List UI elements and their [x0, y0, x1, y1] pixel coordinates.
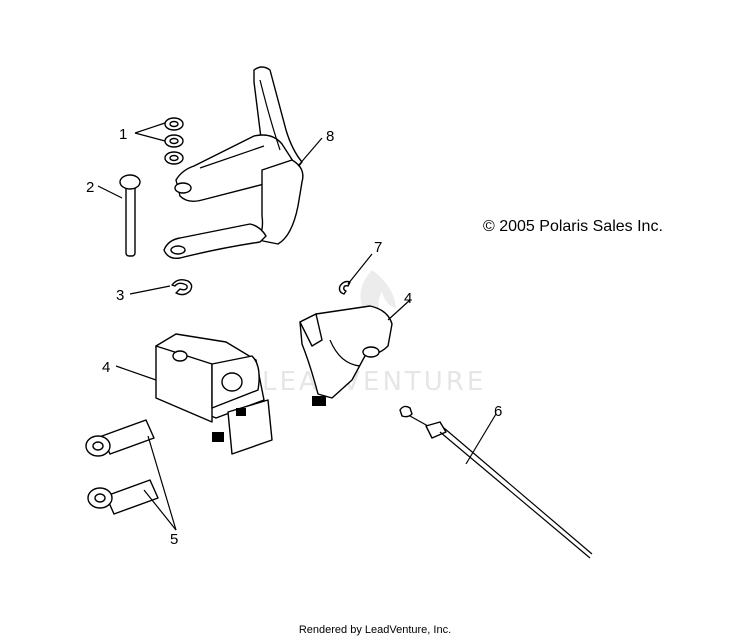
leader-lines — [97, 122, 497, 531]
pin — [119, 174, 141, 257]
callout-3: 3 — [116, 287, 124, 304]
cable — [399, 405, 593, 559]
clamp-block-left — [155, 333, 273, 455]
callout-8: 8 — [326, 128, 334, 145]
callout-2: 2 — [86, 179, 94, 196]
washers — [164, 117, 184, 165]
clamp-right — [299, 305, 393, 406]
bolts — [85, 419, 159, 515]
bracket — [163, 66, 304, 260]
small-clip — [338, 280, 351, 295]
callout-5: 5 — [170, 531, 178, 548]
copyright-notice: © 2005 Polaris Sales Inc. — [483, 218, 663, 235]
callout-7: 7 — [374, 239, 382, 256]
callout-4-right: 4 — [404, 290, 412, 307]
e-clip — [171, 278, 193, 296]
watermark-text: LEADVENTURE — [262, 367, 486, 397]
callout-4-left: 4 — [102, 359, 110, 376]
footer-credit: Rendered by LeadVenture, Inc. — [298, 624, 452, 636]
callout-6: 6 — [494, 403, 502, 420]
callout-1: 1 — [119, 126, 127, 143]
